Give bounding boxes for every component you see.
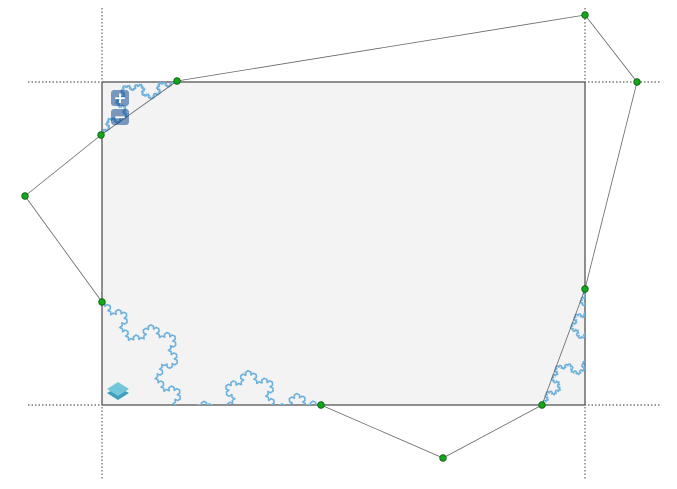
polygon-edge: [176, 14, 586, 82]
vertex-handle[interactable]: [581, 11, 589, 19]
vertex-handle[interactable]: [97, 131, 105, 139]
zoom-in-button[interactable]: +: [111, 90, 129, 106]
vertex-handle[interactable]: [98, 298, 106, 306]
map-viewport[interactable]: [101, 81, 586, 406]
vertex-handle[interactable]: [581, 285, 589, 293]
polygon-edge: [24, 195, 103, 303]
polygon-edge: [100, 80, 178, 136]
vertex-handle[interactable]: [317, 401, 325, 409]
polygon-edge: [584, 14, 638, 83]
vertex-handle[interactable]: [633, 78, 641, 86]
polygon-edge: [24, 134, 102, 197]
polygon-edges: [24, 14, 638, 459]
polygon-edge: [541, 288, 586, 406]
zoom-out-button[interactable]: −: [111, 109, 129, 125]
polygon-edge: [320, 404, 444, 459]
polygon-edge: [442, 404, 543, 459]
vertex-handle[interactable]: [21, 192, 29, 200]
polygon-edge: [584, 81, 638, 290]
vertex-handle[interactable]: [439, 454, 447, 462]
vertex-handle[interactable]: [538, 401, 546, 409]
layers-icon[interactable]: [107, 382, 129, 400]
vertex-handle[interactable]: [173, 77, 181, 85]
polygon-vertices[interactable]: [21, 11, 641, 462]
